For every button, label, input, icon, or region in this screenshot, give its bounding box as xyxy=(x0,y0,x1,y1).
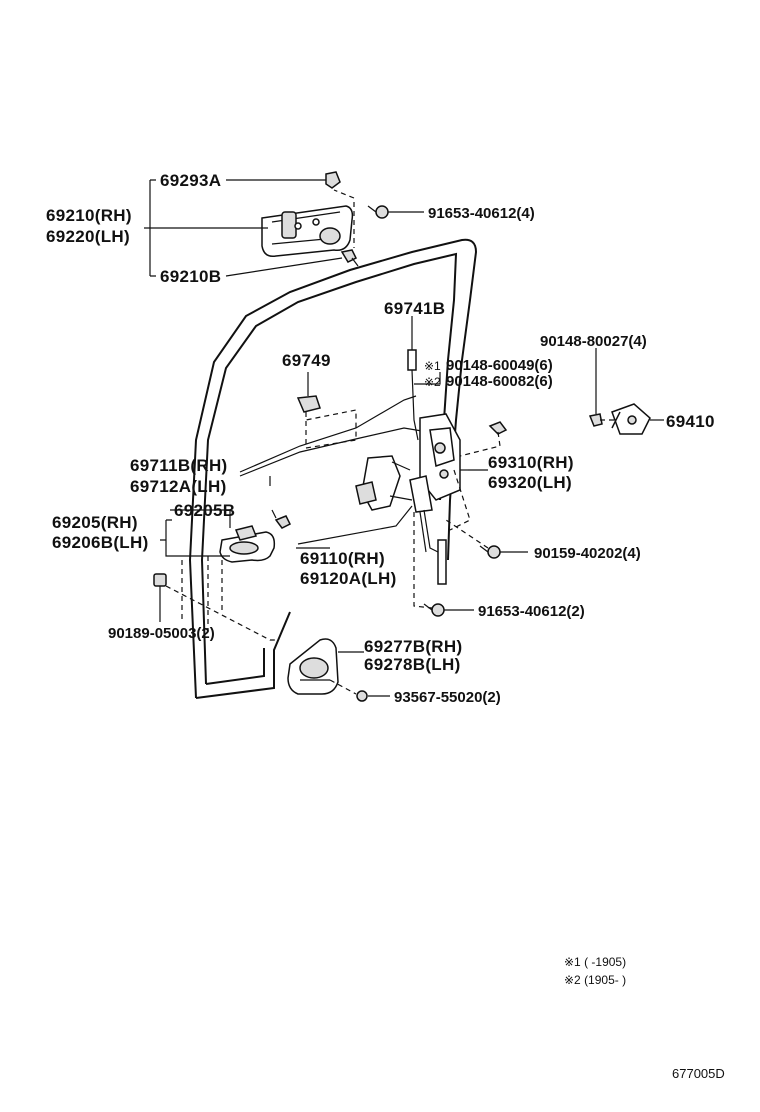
clip-69293A xyxy=(325,171,341,189)
label-90148-60049: 90148-60049(6) xyxy=(446,357,553,374)
label-93567-55020: 93567-55020(2) xyxy=(394,689,501,706)
lock-rod-69741B xyxy=(407,320,419,441)
label-69206B-lh: 69206B(LH) xyxy=(52,533,149,552)
label-91653-40612-2: 91653-40612(2) xyxy=(478,603,585,620)
bolt-91653-lower xyxy=(423,603,445,617)
clip-69749 xyxy=(296,372,321,413)
diagram-code: 677005D xyxy=(672,1066,725,1081)
label-69277B-rh: 69277B(RH) xyxy=(364,637,462,656)
clip-90189 xyxy=(153,573,167,587)
footnote-2: ※2 (1905- ) xyxy=(564,973,626,987)
label-69712A-lh: 69712A(LH) xyxy=(130,477,227,496)
door-lock-assembly xyxy=(409,413,461,585)
screw-69205B xyxy=(271,509,292,529)
label-69293A: 69293A xyxy=(160,171,221,190)
door-frame-outline xyxy=(188,238,478,699)
label-90148-60082: 90148-60082(6) xyxy=(446,373,553,390)
outside-door-handle xyxy=(261,205,354,258)
label-91653-40612-4: 91653-40612(4) xyxy=(428,205,535,222)
label-69278B-lh: 69278B(LH) xyxy=(364,655,461,674)
mark-2: ※2 xyxy=(424,375,441,389)
mark-1: ※1 xyxy=(424,359,441,373)
label-69210B: 69210B xyxy=(160,267,221,286)
label-69210-rh: 69210(RH) xyxy=(46,206,132,225)
inside-door-handle xyxy=(219,525,276,563)
screw-90148-80027 xyxy=(588,348,603,427)
label-69741B: 69741B xyxy=(384,299,445,318)
label-69320-lh: 69320(LH) xyxy=(488,473,572,492)
bolt-91653-top xyxy=(367,205,389,219)
label-90148-80027: 90148-80027(4) xyxy=(540,333,647,350)
control-cable xyxy=(239,395,429,486)
label-69711B-rh: 69711B(RH) xyxy=(130,456,228,475)
label-69220-lh: 69220(LH) xyxy=(46,227,130,246)
label-69310-rh: 69310(RH) xyxy=(488,453,574,472)
label-69205B: 69205B xyxy=(174,501,235,520)
label-69205-rh: 69205(RH) xyxy=(52,513,138,532)
label-90159-40202: 90159-40202(4) xyxy=(534,545,641,562)
lock-actuator xyxy=(355,455,413,511)
label-69120A-lh: 69120A(LH) xyxy=(300,569,397,588)
door-striker-69410 xyxy=(611,403,651,435)
screw-93567 xyxy=(356,690,368,702)
label-69749: 69749 xyxy=(282,351,331,370)
screw-90148-a xyxy=(488,421,508,435)
label-69410: 69410 xyxy=(666,412,715,431)
screw-90159 xyxy=(479,545,501,559)
screw-69210B xyxy=(340,249,359,267)
label-69110-rh: 69110(RH) xyxy=(300,549,385,568)
footnote-1: ※1 ( -1905) xyxy=(564,955,626,969)
inside-handle-bezel xyxy=(287,638,339,695)
label-90189-05003: 90189-05003(2) xyxy=(108,625,215,642)
